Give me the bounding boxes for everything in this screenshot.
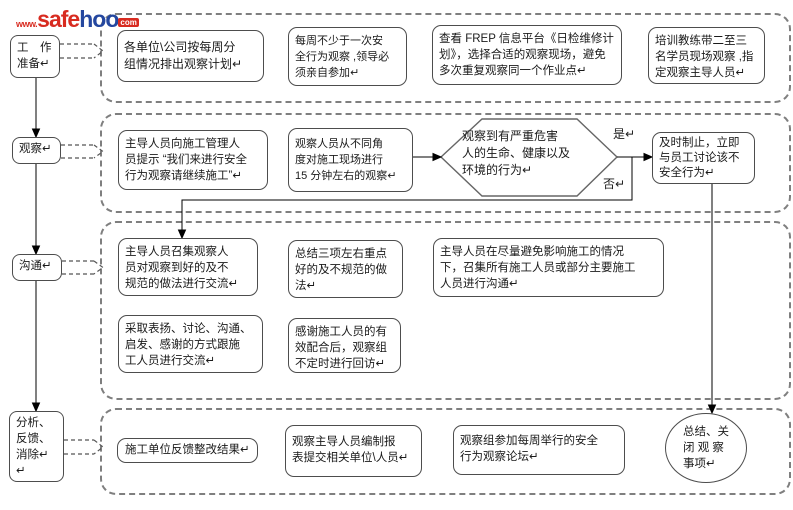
step-summarize-three-points: 总结三项左右重点 好的及不规范的做 法↵ — [288, 240, 403, 298]
step-observe-15-minutes: 观察人员从不同角 度对施工现场进行 15 分钟左右的观察↵ — [288, 128, 413, 192]
step-feedback-rectification: 施工单位反馈整改结果↵ — [117, 438, 258, 463]
decision-no-label: 否↵ — [603, 177, 626, 191]
phase-box-preparation: 工 作 准备↵ — [10, 35, 60, 78]
stage-container-preparation — [100, 13, 791, 103]
step-notify-construction-manager: 主导人员向施工管理人 员提示 “我们来进行安全 行为观察请继续施工”↵ — [118, 130, 268, 190]
step-trainer-leads-students: 培训教练带二至三 名学员现场观察 ,指 定观察主导人员↵ — [648, 27, 765, 84]
step-communicate-with-workers: 主导人员在尽量避免影响施工的情况 下，召集所有施工人员或部分主要施工 人员进行沟… — [433, 238, 664, 297]
stage-container-observation — [100, 113, 791, 213]
step-thank-and-revisit: 感谢施工人员的有 效配合后，观察组 不定时进行回访↵ — [288, 318, 401, 373]
logo-hoo: hoo — [79, 6, 119, 32]
step-stop-and-discuss: 及时制止，立即 与员工讨论该不 安全行为↵ — [652, 132, 755, 184]
phase-flow-arrows — [31, 78, 41, 413]
step-praise-discuss-inspire: 采取表扬、讨论、沟通、 启发、感谢的方式跟施 工人员进行交流↵ — [118, 315, 263, 373]
step-weekly-observation: 每周不少于一次安 全行为观察 ,领导必 须亲自参加↵ — [288, 27, 407, 86]
decision-yes-label: 是↵ — [613, 127, 636, 141]
terminator-close-observation: 总结、关 闭 观 察 事项↵ — [665, 413, 747, 483]
logo-safe: safe — [37, 6, 80, 32]
step-compile-report: 观察主导人员编制报 表提交相关单位\人员↵ — [285, 425, 422, 477]
logo-www: www. — [16, 19, 38, 29]
step-attend-weekly-forum: 观察组参加每周举行的安全 行为观察论坛↵ — [453, 425, 625, 475]
step-gather-observers-exchange: 主导人员召集观察人 员对观察到好的及不 规范的做法进行交流↵ — [118, 238, 258, 296]
stage-container-communication — [100, 221, 791, 400]
flow-arrows — [177, 152, 717, 415]
phase-box-observation: 观察↵ — [12, 137, 61, 164]
stage-container-analysis — [100, 408, 791, 495]
decision-text: 观察到有严重危害 人的生命、健康以及 环境的行为↵ — [462, 129, 571, 177]
phase-box-communication: 沟通↵ — [12, 254, 62, 281]
step-make-observation-plan: 各单位\公司按每周分 组情况排出观察计划↵ — [117, 30, 264, 82]
logo-com: com — [118, 18, 139, 27]
step-check-frep-platform: 查看 FREP 信息平台《日检维修计 划》，选择合适的观察现场，避免 多次重复观… — [432, 25, 622, 85]
phase-dashed-arrows — [60, 43, 105, 455]
phase-box-analysis: 分析、 反馈、 消除↵ ↵ — [9, 411, 64, 482]
